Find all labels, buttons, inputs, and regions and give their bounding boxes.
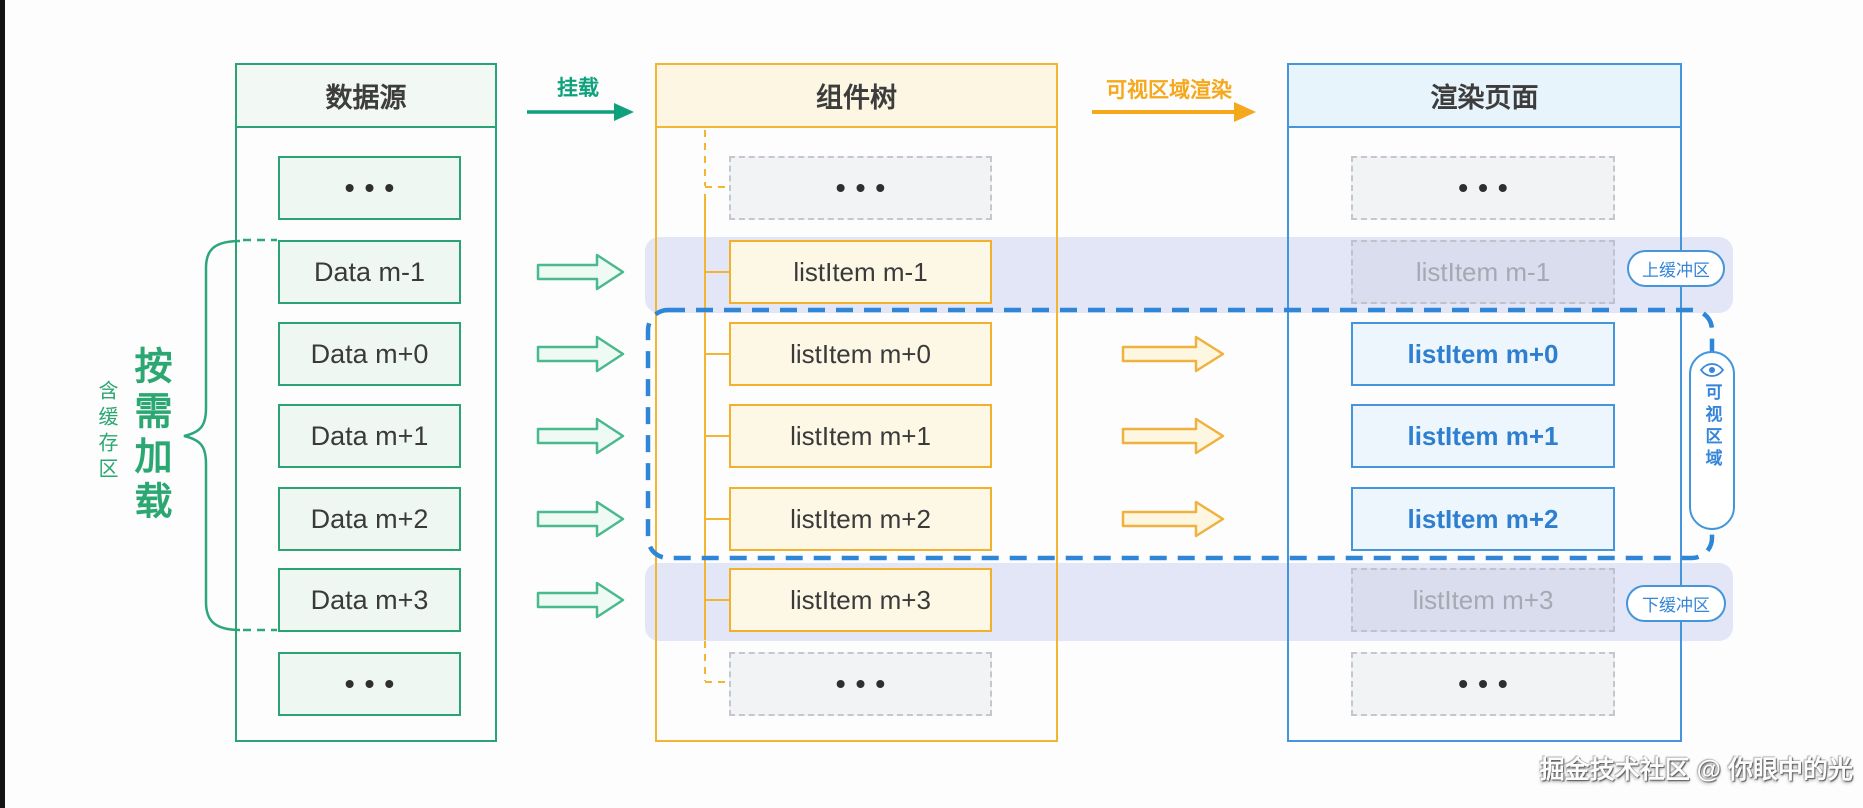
data-item: Data m+2 [278, 487, 461, 551]
data-to-tree-arrows [536, 253, 625, 619]
tree-ellipsis-top: ••• [729, 156, 992, 220]
page-visible-item: listItem m+1 [1351, 404, 1615, 468]
rendered-page-title: 渲染页面 [1289, 65, 1680, 128]
tree-list-item: listItem m+0 [729, 322, 992, 386]
with-buffer-label: 含缓存区 [95, 380, 117, 484]
page-ellipsis-bottom: ••• [1351, 652, 1615, 716]
load-on-demand-label: 按需加载 [128, 346, 170, 526]
data-ellipsis-top: ••• [278, 156, 461, 220]
mount-label: 挂载 [557, 77, 599, 100]
data-item: Data m+1 [278, 404, 461, 468]
page-buffer-item: listItem m+3 [1351, 568, 1615, 632]
tree-ellipsis-bottom: ••• [729, 652, 992, 716]
tree-list-item: listItem m+1 [729, 404, 992, 468]
page-buffer-item: listItem m-1 [1351, 240, 1615, 304]
tree-to-page-arrows [1121, 335, 1225, 538]
upper-buffer-badge: 上缓冲区 [1627, 250, 1725, 287]
tree-list-item: listItem m-1 [729, 240, 992, 304]
eye-icon [1700, 363, 1724, 377]
tree-list-item: listItem m+2 [729, 487, 992, 551]
lower-buffer-badge: 下缓冲区 [1626, 585, 1726, 622]
tree-list-item: listItem m+3 [729, 568, 992, 632]
visible-area-badge: 可视区域 [1689, 351, 1735, 530]
data-ellipsis-bottom: ••• [278, 652, 461, 716]
page-ellipsis-top: ••• [1351, 156, 1615, 220]
component-tree-title: 组件树 [657, 65, 1056, 128]
page-visible-item: listItem m+0 [1351, 322, 1615, 386]
data-item: Data m+0 [278, 322, 461, 386]
viewport-render-label: 可视区域渲染 [1106, 79, 1232, 102]
watermark: 掘金技术社区 @ 你眼中的光 [1539, 756, 1853, 784]
visible-area-label: 可视区域 [1702, 383, 1722, 471]
data-item: Data m-1 [278, 240, 461, 304]
viewport-render-arrow [1092, 102, 1256, 122]
data-source-title: 数据源 [237, 65, 495, 128]
data-item: Data m+3 [278, 568, 461, 632]
left-screen-edge [0, 0, 5, 808]
page-visible-item: listItem m+2 [1351, 487, 1615, 551]
mount-arrow [527, 103, 634, 121]
